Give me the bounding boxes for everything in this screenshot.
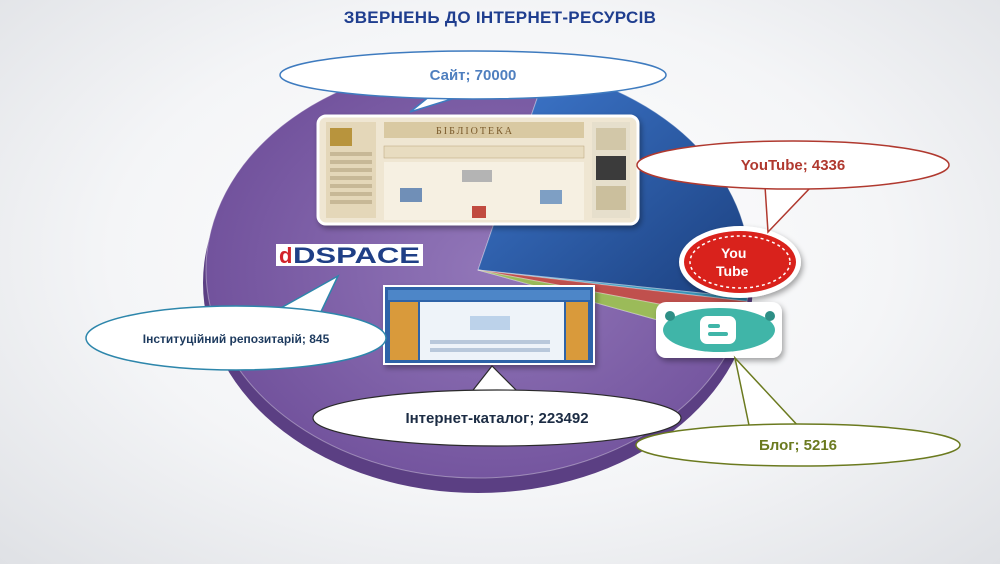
dspace-logo: d DSPACE [276, 243, 423, 268]
callout-youtube: YouTube; 4336 [636, 140, 950, 234]
callout-catalog: Інтернет-каталог; 223492 [312, 365, 682, 447]
pie-slice-2 [477, 269, 749, 302]
label-catalog: Інтернет-каталог; 223492 [405, 410, 588, 427]
blogger-logo [656, 302, 782, 358]
svg-text:d: d [279, 243, 292, 268]
youtube-logo-you: You [721, 245, 746, 261]
blogger-icon [700, 316, 736, 344]
label-site: Сайт; 70000 [430, 67, 517, 84]
label-repo: Інституційний репозитарій; 845 [143, 332, 330, 346]
youtube-logo: You Tube [679, 226, 801, 298]
callout-repo: Інституційний репозитарій; 845 [85, 274, 387, 371]
site-screenshot: БІБЛІОТЕКА [316, 114, 640, 226]
label-blog: Блог; 5216 [759, 437, 837, 454]
site-header-text: БІБЛІОТЕКА [436, 126, 514, 137]
callout-site: Сайт; 70000 [279, 50, 667, 113]
label-youtube: YouTube; 4336 [741, 157, 845, 174]
youtube-logo-tube: Tube [716, 263, 749, 279]
catalog-screenshot [383, 285, 595, 365]
callout-blog: Блог; 5216 [635, 355, 961, 467]
dspace-logo-text: DSPACE [293, 243, 420, 268]
chart-title: ЗВЕРНЕНЬ ДО ІНТЕРНЕТ-РЕСУРСІВ [343, 8, 657, 27]
